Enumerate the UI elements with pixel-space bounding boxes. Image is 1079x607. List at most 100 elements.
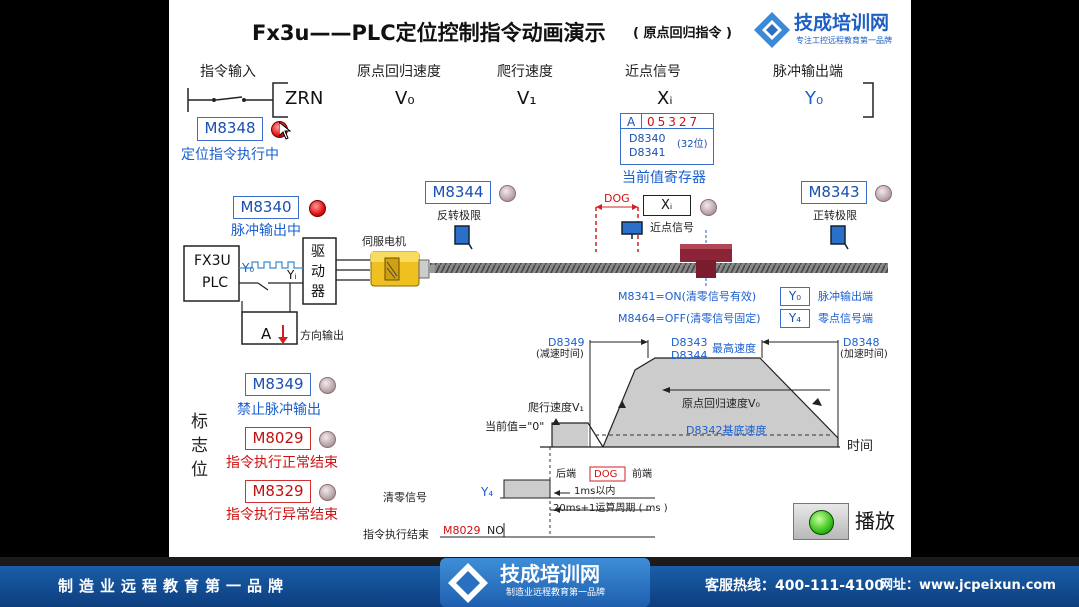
logo-name: 技成培训网 <box>794 12 890 34</box>
register-value: 05327 <box>647 115 701 129</box>
header-zrn-speed: 原点回归速度 <box>357 64 441 80</box>
play-button-light-icon <box>809 510 834 535</box>
driver-label: 驱动器 <box>311 244 325 300</box>
flag-m8341-desc: 脉冲输出端 <box>818 290 873 303</box>
timing-creep: 爬行速度V₁ <box>528 401 584 414</box>
footer-hotline: 客服热线：400-111-4100 <box>705 578 885 594</box>
flag-m8341: M8341=ON(清零信号有效) <box>618 290 757 303</box>
footer-logo-name: 技成培训网 <box>500 562 600 586</box>
m8029-caption: 指令执行正常结束 <box>226 455 338 471</box>
header-near: 近点信号 <box>625 64 681 80</box>
m8344-caption: 反转极限 <box>437 209 481 222</box>
timing-zrn-speed: 原点回归速度V₀ <box>682 397 760 410</box>
register-caption: 当前值寄存器 <box>622 170 706 186</box>
logo-diamond-icon <box>754 12 790 48</box>
motor-label: 伺服电机 <box>362 235 406 248</box>
carriage <box>680 230 732 288</box>
flag-m8341-pin: Y₀ <box>780 287 810 306</box>
timing-no: NO <box>487 524 504 537</box>
m8340-lamp <box>309 200 326 217</box>
header-creep: 爬行速度 <box>497 64 553 80</box>
footer-logo-sub: 制造业远程教育第一品牌 <box>506 588 606 598</box>
timing-diagram <box>440 339 840 538</box>
header-input: 指令输入 <box>200 64 256 80</box>
ladder-diagram <box>187 82 874 118</box>
register-d8341: D8341 <box>629 146 666 159</box>
timing-end: 指令执行结束 <box>363 528 429 541</box>
forward-limit-sensor-icon <box>830 225 849 250</box>
dog-label: DOG <box>604 192 630 205</box>
timing-period: 20ms+1运算周期 ( ms ) <box>553 503 668 514</box>
logo: 技成培训网 专注工控远程教育第一品牌 <box>752 10 902 50</box>
plc-wiring <box>183 237 370 345</box>
plc-y0: Y₀ <box>242 261 255 275</box>
operand-v1: V₁ <box>517 88 537 109</box>
page-title: Fx3u——PLC定位控制指令动画演示 <box>252 21 606 45</box>
m8343-box: M8343 <box>801 181 867 204</box>
timing-clear: 清零信号 <box>383 491 427 504</box>
register-d8340: D8340 <box>629 132 666 145</box>
m8344-lamp <box>499 185 516 202</box>
timing-time: 时间 <box>847 439 874 454</box>
direction-a: A <box>261 325 272 343</box>
m8329-box: M8329 <box>245 480 311 503</box>
main-panel <box>169 0 911 557</box>
plc-label-1: FX3U <box>194 253 231 269</box>
plc-yi: Yᵢ <box>287 268 297 282</box>
down-arrow-icon <box>278 325 288 344</box>
direction-caption: 方向输出 <box>300 329 344 342</box>
timing-y4: Y₄ <box>481 485 494 499</box>
near-sensor-icon <box>621 221 643 239</box>
timing-base: D8342基底速度 <box>686 424 767 437</box>
m8348-caption: 定位指令执行中 <box>181 147 279 163</box>
operand-xi: Xᵢ <box>657 88 673 109</box>
footer-site[interactable]: 网址：www.jcpeixun.com <box>880 578 1056 593</box>
reverse-limit-sensor-icon <box>454 225 473 250</box>
timing-d8348: D8348 <box>843 336 880 349</box>
m8348-box: M8348 <box>197 117 263 141</box>
dog-lamp <box>700 199 717 216</box>
cursor-icon <box>279 122 291 140</box>
timing-front: 前端 <box>632 469 652 480</box>
footer: 制造业远程教育第一品牌 技成培训网 制造业远程教育第一品牌 客服热线：400-1… <box>0 558 1079 607</box>
play-label[interactable]: 播放 <box>855 509 895 533</box>
xi-box: Xᵢ <box>643 195 691 216</box>
m8340-caption: 脉冲输出中 <box>231 223 301 239</box>
operand-v0: V₀ <box>395 88 415 109</box>
m8344-box: M8344 <box>425 181 491 204</box>
flag-m8464: M8464=OFF(清零信号固定) <box>618 312 761 325</box>
timing-m8029: M8029 <box>443 524 481 537</box>
m8343-caption: 正转极限 <box>813 209 857 222</box>
m8349-caption: 禁止脉冲输出 <box>237 402 321 418</box>
flag-m8464-desc: 零点信号端 <box>818 312 873 325</box>
m8329-caption: 指令执行异常结束 <box>226 507 338 523</box>
register-a: A <box>627 115 636 129</box>
timing-decel: (减速时间) <box>536 349 584 360</box>
timing-d8343: D8343 <box>671 336 708 349</box>
ball-screw <box>430 263 888 273</box>
xi-label: Xᵢ <box>661 198 673 213</box>
timing-dog: DOG <box>594 469 618 480</box>
m8343-lamp <box>875 185 892 202</box>
m8329-lamp <box>319 484 336 501</box>
servo-motor-icon <box>370 251 435 287</box>
page-subtitle: ( 原点回归指令 ) <box>633 26 732 41</box>
near-sensor-caption: 近点信号 <box>650 221 694 234</box>
m8340-box: M8340 <box>233 196 299 219</box>
header-pulse: 脉冲输出端 <box>773 64 843 80</box>
timing-current: 当前值="0" <box>485 420 545 433</box>
mnemonic-zrn: ZRN <box>285 88 324 109</box>
timing-d8344: D8344 <box>671 349 708 362</box>
timing-rear: 后端 <box>556 469 576 480</box>
m8349-lamp <box>319 377 336 394</box>
footer-slogan: 制造业远程教育第一品牌 <box>58 577 290 595</box>
current-register: A 05327 D8340 D8341 (32位) <box>620 113 714 165</box>
footer-logo: 技成培训网 制造业远程教育第一品牌 <box>440 558 650 607</box>
logo-slogan: 专注工控远程教育第一品牌 <box>796 36 892 45</box>
register-bits: (32位) <box>677 139 708 150</box>
status-title: 标志位 <box>191 412 208 480</box>
operand-y0: Y₀ <box>805 88 824 109</box>
play-button[interactable] <box>793 503 849 540</box>
plc-label-2: PLC <box>202 275 229 291</box>
timing-maxspeed: 最高速度 <box>712 342 756 355</box>
